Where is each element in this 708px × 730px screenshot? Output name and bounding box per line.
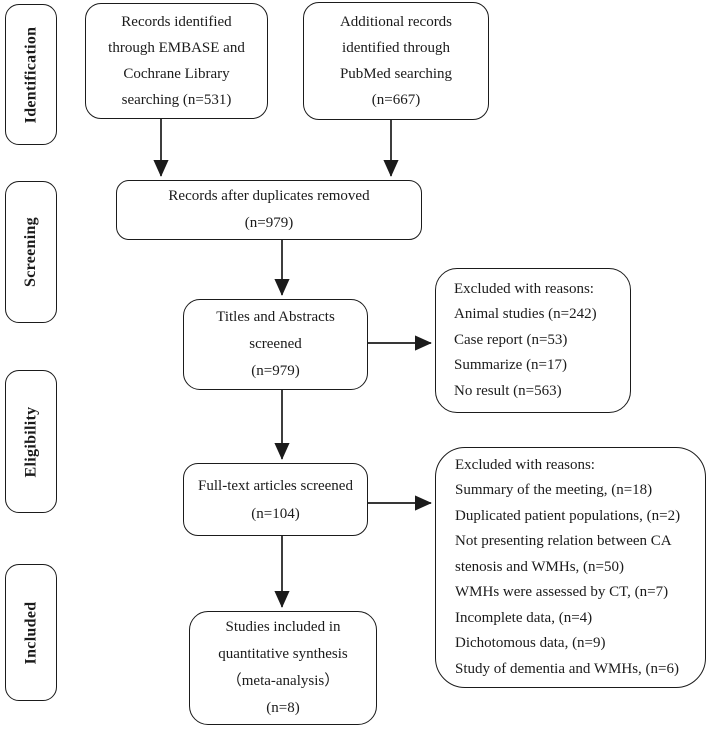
- box-excluded-eligibility-line: Summary of the meeting, (n=18): [455, 482, 653, 499]
- box-duplicates-removed-line: (n=979): [244, 215, 294, 231]
- box-titles-screened-line: (n=979): [251, 363, 300, 379]
- stage-identification-label: Identification: [22, 26, 39, 123]
- box-included-synthesis-line: （meta-analysis）: [226, 673, 340, 689]
- box-titles-screened-line: screened: [249, 336, 302, 352]
- box-records-embase-cochrane: Records identified through EMBASE and Co…: [85, 3, 268, 119]
- box-included-synthesis-line: (n=8): [266, 700, 300, 716]
- box-records-pubmed-line: identified through: [342, 40, 450, 56]
- box-excluded-screening-line: Excluded with reasons:: [454, 280, 594, 297]
- box-records-pubmed-line: PubMed searching: [339, 66, 453, 82]
- box-records-pubmed-line: Additional records: [339, 14, 453, 30]
- box-records-embase-line: searching (n=531): [121, 92, 232, 108]
- box-duplicates-removed: Records after duplicates removed (n=979): [116, 180, 422, 240]
- box-excluded-screening: Excluded with reasons: Animal studies (n…: [435, 268, 631, 413]
- stage-eligibility-label: Eligibility: [22, 406, 39, 477]
- stage-screening: Screening: [5, 181, 57, 323]
- box-duplicates-removed-line: Records after duplicates removed: [168, 188, 370, 204]
- box-titles-screened-line: Titles and Abstracts: [216, 309, 335, 325]
- box-fulltext-screened-line: (n=104): [251, 505, 300, 522]
- box-excluded-eligibility: Excluded with reasons: Summary of the me…: [435, 447, 706, 688]
- box-included-synthesis-line: Studies included in: [225, 619, 341, 635]
- box-records-pubmed: Additional records identified through Pu…: [303, 2, 489, 120]
- stage-included-label: Included: [22, 601, 39, 664]
- box-fulltext-screened-line: Full-text articles screened: [198, 477, 353, 494]
- box-excluded-screening-line: Case report (n=53): [454, 331, 568, 348]
- box-excluded-eligibility-line: Dichotomous data, (n=9): [455, 635, 606, 652]
- box-excluded-eligibility-line: WMHs were assessed by CT, (n=7): [455, 584, 669, 601]
- box-excluded-eligibility-line: Excluded with reasons:: [455, 456, 595, 473]
- box-records-embase-line: Records identified: [121, 14, 232, 30]
- stage-included: Included: [5, 564, 57, 701]
- box-titles-abstracts-screened: Titles and Abstracts screened (n=979): [183, 299, 368, 390]
- box-excluded-eligibility-line: Incomplete data, (n=4): [455, 609, 593, 626]
- box-excluded-eligibility-line: Not presenting relation between CA steno…: [455, 533, 671, 575]
- box-excluded-screening-line: Animal studies (n=242): [454, 306, 597, 323]
- box-records-pubmed-line: (n=667): [371, 92, 421, 108]
- box-excluded-eligibility-line: Study of dementia and WMHs, (n=6): [455, 660, 679, 677]
- box-included-synthesis-line: quantitative synthesis: [218, 646, 348, 662]
- box-records-embase-line: through EMBASE and: [108, 40, 245, 56]
- box-excluded-screening-line: Summarize (n=17): [454, 357, 568, 374]
- box-excluded-eligibility-line: Duplicated patient populations, (n=2): [455, 507, 681, 524]
- stage-eligibility: Eligibility: [5, 370, 57, 513]
- stage-screening-label: Screening: [22, 217, 39, 287]
- box-excluded-screening-line: No result (n=563): [454, 382, 562, 399]
- box-fulltext-screened: Full-text articles screened (n=104): [183, 463, 368, 536]
- box-records-embase-line: Cochrane Library: [123, 66, 230, 82]
- stage-identification: Identification: [5, 4, 57, 145]
- box-included-synthesis: Studies included in quantitative synthes…: [189, 611, 377, 725]
